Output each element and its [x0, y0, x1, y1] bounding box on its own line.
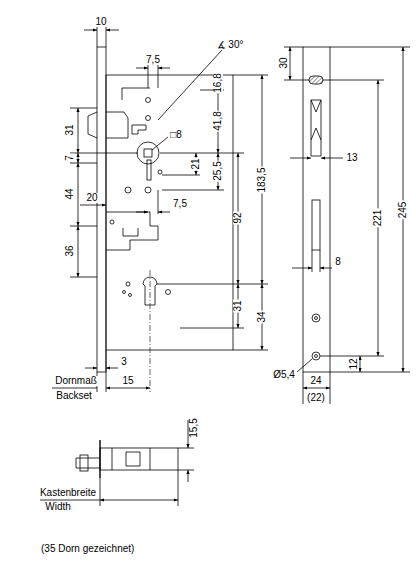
follower-hub: [137, 142, 159, 164]
dimension-label: 24: [309, 376, 322, 386]
latch-nose: [88, 112, 97, 138]
dimension-label: 36: [65, 244, 75, 257]
dimension-label: Dornmaß: [54, 376, 98, 386]
dimension-label: 10: [94, 17, 107, 27]
dimension-label: 12: [349, 357, 359, 370]
screw-slot: [309, 76, 323, 84]
lever: [132, 125, 146, 134]
dimension-label: 41,8: [213, 110, 223, 131]
deadbolt-opening: [312, 200, 320, 250]
dimension-label: 31: [233, 299, 243, 312]
lock-case: [106, 75, 233, 350]
dimension-label: Width: [44, 502, 72, 512]
dimension-label: 92: [233, 211, 243, 224]
dimension-label: □8: [169, 130, 183, 140]
dimension-label: 7,5: [172, 199, 188, 209]
dimension-label: 16,8: [213, 72, 223, 93]
faceplate-front: [303, 47, 330, 372]
dimension-label: 13: [345, 153, 358, 163]
screw-hole: [312, 352, 320, 360]
screw-hole: [312, 314, 320, 322]
case-top-view: [100, 448, 178, 470]
deadbolt: [106, 212, 158, 250]
dimension-label: 34: [257, 310, 267, 323]
dimension-label: 20: [85, 193, 98, 203]
latch-opening: [311, 100, 321, 156]
dimension-label: 183,5: [257, 166, 267, 193]
dimension-label: 25,5: [213, 160, 223, 181]
dimension-label: 15,5: [189, 417, 199, 438]
dimension-label: 245: [398, 201, 408, 220]
dimension-label: 3: [120, 357, 128, 367]
dimension-label: Kastenbreite: [39, 488, 97, 498]
dimension-label: ∡ 30°: [216, 40, 245, 50]
dimension-label: (22): [306, 393, 326, 403]
follower-square: [144, 149, 152, 157]
faceplate-side: [97, 47, 106, 372]
dimension-label: Ø5,4: [272, 370, 296, 380]
dimension-label: 31: [65, 123, 75, 136]
dimension-label: Backset: [55, 391, 93, 401]
caption-note: (35 Dorn gezeichnet): [40, 544, 135, 554]
latch-bolt: [106, 112, 128, 138]
dimension-label: 7,5: [145, 55, 161, 65]
dimension-label: 15: [121, 376, 134, 386]
dimension-label: 30: [279, 56, 289, 69]
dimension-label: 221: [373, 209, 383, 228]
dimension-label: 8: [334, 257, 342, 267]
dimension-label: 7: [65, 154, 75, 162]
dimension-label: 21: [191, 157, 201, 170]
dimension-label: 44: [65, 187, 75, 200]
